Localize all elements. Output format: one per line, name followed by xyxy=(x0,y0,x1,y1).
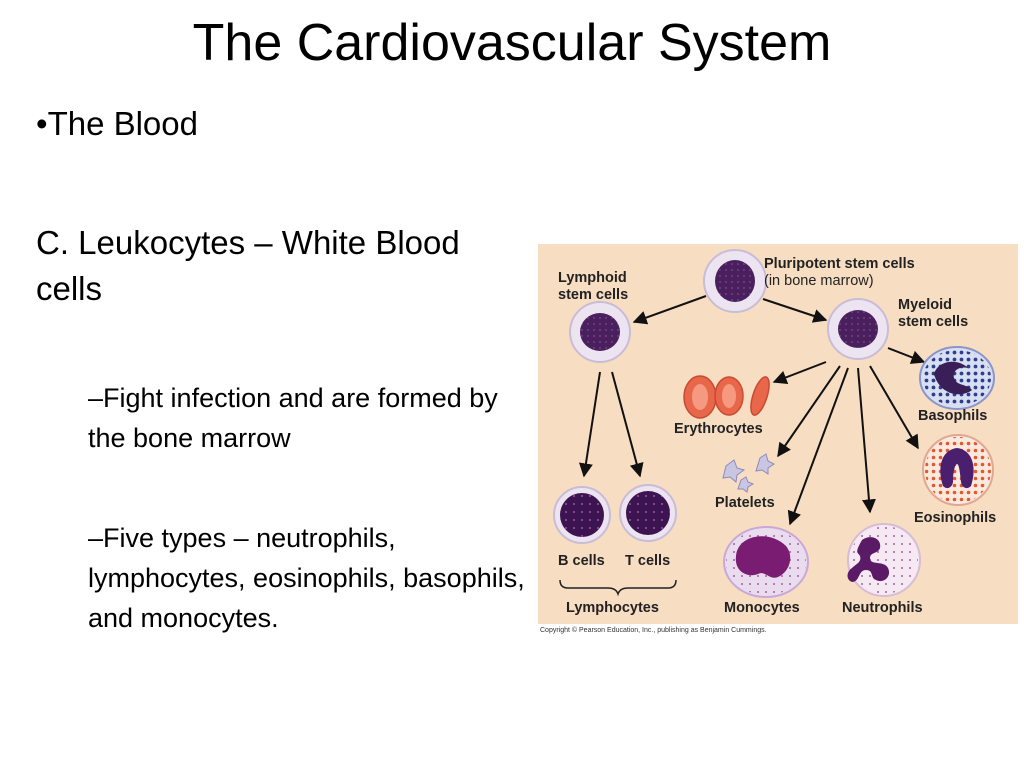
pluripotent-stem-cell xyxy=(703,249,767,313)
sub-bullet-five-types: –Five types – neutrophils, lymphocytes, … xyxy=(88,518,533,638)
sub-bullet-text: Fight infection and are formed by the bo… xyxy=(88,383,498,453)
sub-bullet-fight-infection: –Fight infection and are formed by the b… xyxy=(88,378,533,458)
label-pluripotent-1: Pluripotent stem cells xyxy=(764,256,915,272)
label-lymphocytes: Lymphocytes xyxy=(566,600,659,616)
label-neutrophils: Neutrophils xyxy=(842,600,923,616)
label-monocytes: Monocytes xyxy=(724,600,800,616)
t-cell xyxy=(619,484,677,542)
myeloid-stem-cell xyxy=(827,298,889,360)
sub-bullet-text: Five types – neutrophils, lymphocytes, e… xyxy=(88,523,525,633)
b-cell xyxy=(553,486,611,544)
slide-title: The Cardiovascular System xyxy=(192,14,832,72)
label-lymphoid-2: stem cells xyxy=(558,287,628,303)
erythrocytes-cells xyxy=(683,375,770,419)
lymphoid-stem-cell xyxy=(569,301,631,363)
label-t-cells: T cells xyxy=(625,553,670,569)
bullet-text: The Blood xyxy=(47,105,198,142)
label-platelets: Platelets xyxy=(715,495,775,511)
blood-cell-lineage-figure: Pluripotent stem cells (in bone marrow) … xyxy=(538,244,1018,624)
label-lymphoid-1: Lymphoid xyxy=(558,270,627,286)
figure-copyright: Copyright © Pearson Education, Inc., pub… xyxy=(540,627,767,634)
leukocytes-heading: C. Leukocytes – White Blood cells xyxy=(36,224,460,307)
label-erythrocytes: Erythrocytes xyxy=(674,421,763,437)
label-eosinophils: Eosinophils xyxy=(914,510,996,526)
label-basophils: Basophils xyxy=(918,408,987,424)
lineage-arrows xyxy=(578,295,926,526)
platelets-cells xyxy=(722,453,775,493)
basophil-cell xyxy=(919,346,995,410)
neutrophil-cell xyxy=(847,523,921,597)
eosinophil-cell xyxy=(922,434,994,506)
label-myeloid-2: stem cells xyxy=(898,314,968,330)
dash-marker: – xyxy=(88,523,104,553)
bullet-marker: • xyxy=(36,105,48,142)
lymphocytes-brace xyxy=(559,579,677,597)
lineage-diagram: Pluripotent stem cells (in bone marrow) … xyxy=(553,249,996,616)
label-b-cells: B cells xyxy=(558,553,605,569)
bullet-the-blood: •The Blood xyxy=(36,104,198,144)
label-myeloid-1: Myeloid xyxy=(898,297,952,313)
label-pluripotent-2: (in bone marrow) xyxy=(764,273,874,289)
dash-marker: – xyxy=(88,383,104,413)
monocyte-cell xyxy=(723,526,809,598)
